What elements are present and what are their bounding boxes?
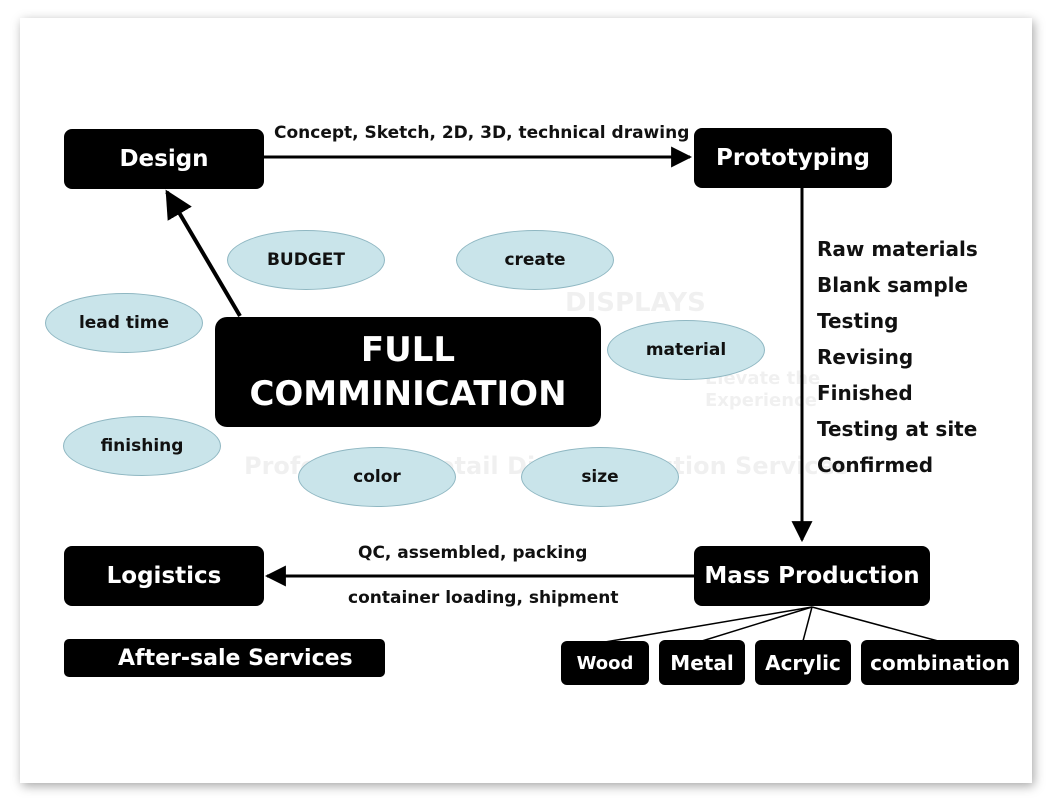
material-combination-box: combination	[861, 640, 1019, 685]
material-acrylic-box: Acrylic	[755, 640, 851, 685]
material-metal-box: Metal	[659, 640, 745, 685]
arrow-communication-to-design	[165, 189, 242, 318]
material-wood-box: Wood	[561, 641, 649, 685]
ellipse-size: size	[521, 447, 679, 507]
after-sale-services-box: After-sale Services	[64, 639, 385, 677]
full-communication-line-2: COMMINICATION	[249, 374, 567, 414]
ellipse-color: color	[298, 447, 456, 507]
ellipse-finishing: finishing	[63, 416, 221, 476]
ellipse-create: create	[456, 230, 614, 290]
watermark-tagline-2: Experience	[705, 390, 817, 411]
design-box: Design	[64, 129, 264, 189]
step-finished: Finished	[817, 381, 913, 405]
branch-line-combination	[811, 606, 939, 642]
ellipse-material: material	[607, 320, 765, 380]
step-blank-sample: Blank sample	[817, 273, 969, 297]
prototyping-box: Prototyping	[694, 128, 892, 188]
step-confirmed: Confirmed	[817, 453, 934, 477]
logistics-box: Logistics	[64, 546, 264, 606]
mass-production-box: Mass Production	[694, 546, 930, 606]
step-raw-materials: Raw materials	[817, 237, 978, 261]
step-testing-at-site: Testing at site	[817, 417, 978, 441]
watermark-brand: DISPLAYS	[565, 288, 706, 318]
ellipse-budget: BUDGET	[227, 230, 385, 290]
label-container-loading-shipment: container loading, shipment	[348, 588, 619, 608]
full-communication-line-1: FULL	[360, 330, 456, 370]
label-design-to-prototyping: Concept, Sketch, 2D, 3D, technical drawi…	[274, 123, 690, 143]
prototyping-steps-list: Raw materials Blank sample Testing Revis…	[817, 234, 978, 486]
branch-line-acrylic	[802, 606, 813, 642]
branch-line-wood	[604, 606, 813, 643]
branch-line-metal	[701, 606, 813, 642]
step-testing: Testing	[817, 309, 899, 333]
label-qc-assembled-packing: QC, assembled, packing	[358, 543, 588, 563]
ellipse-lead-time: lead time	[45, 293, 203, 353]
full-communication-box: FULL COMMINICATION	[215, 317, 601, 427]
step-revising: Revising	[817, 345, 914, 369]
